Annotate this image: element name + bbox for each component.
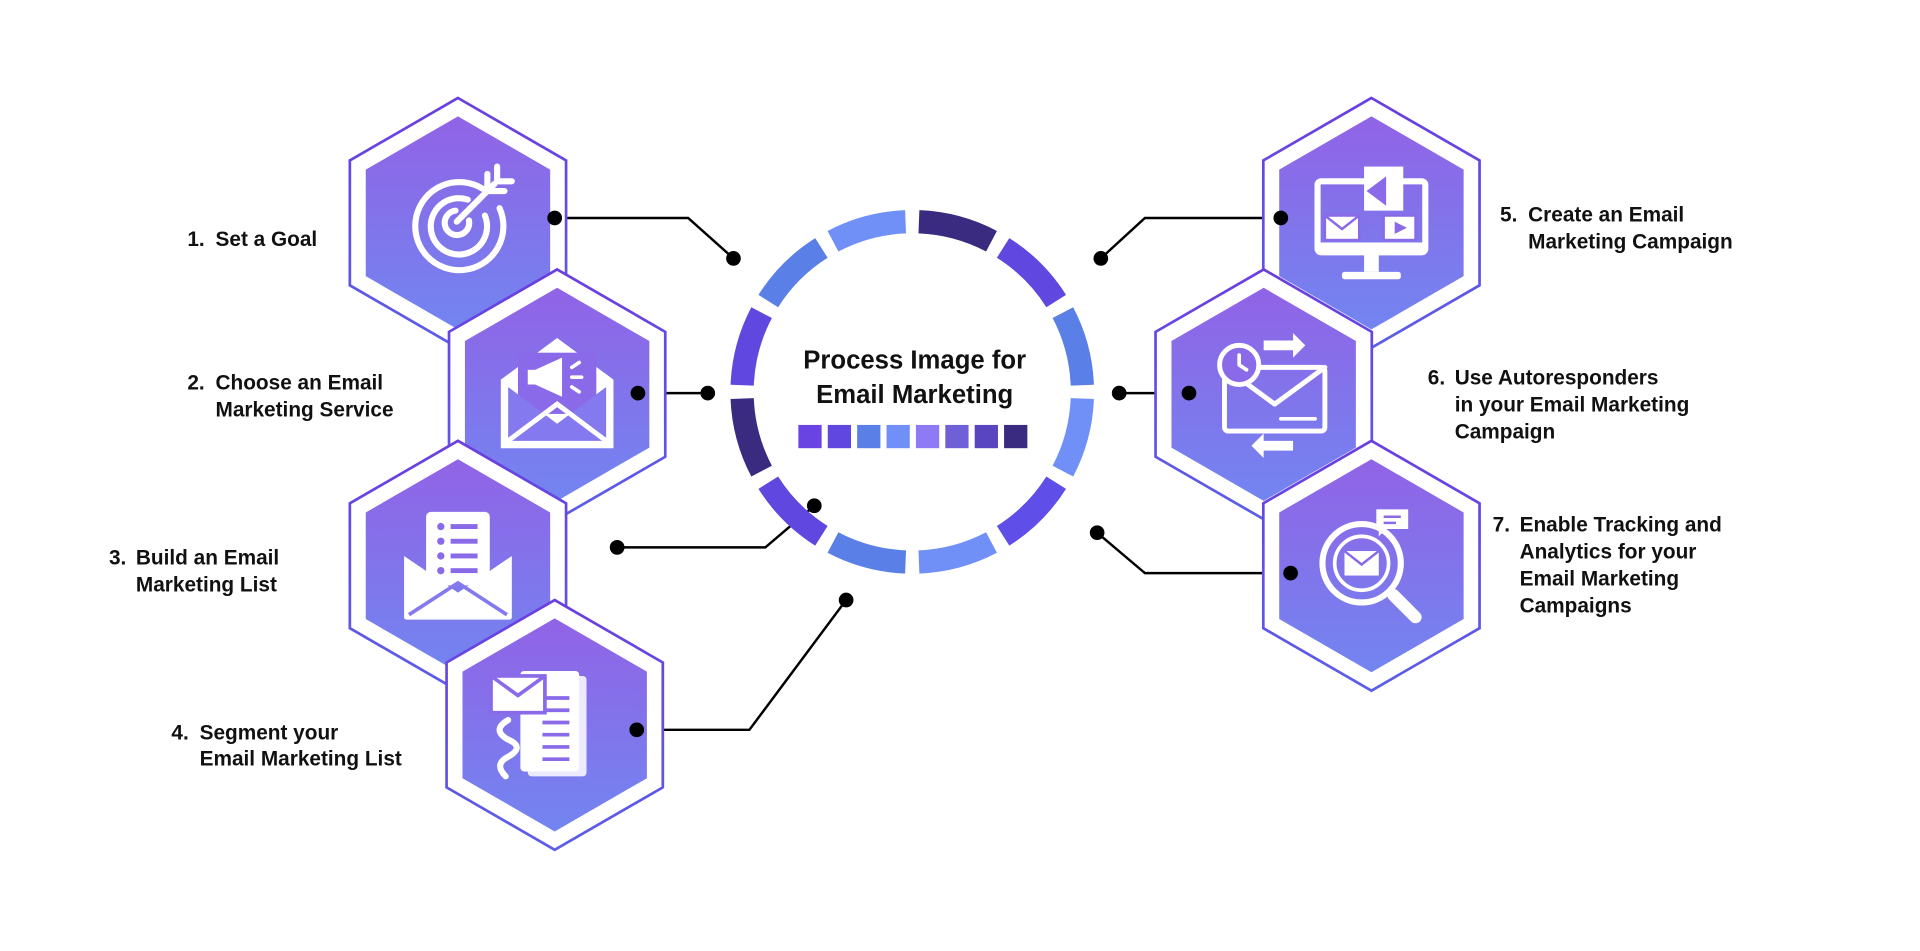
step-number: 3. (109, 547, 126, 570)
dot (806, 498, 822, 514)
dot (630, 385, 646, 401)
color-swatch (974, 424, 998, 449)
color-swatch (1004, 424, 1028, 449)
dot (609, 540, 625, 555)
ring-segment (996, 238, 1067, 308)
monitor-campaign-icon (1314, 166, 1429, 280)
step-number: 6. (1428, 367, 1445, 390)
ring-segment (918, 532, 997, 574)
step-6-label: 6. Use Autoresponders in your Email Mark… (1428, 367, 1690, 444)
ring-segment (758, 476, 828, 546)
dot (1089, 525, 1105, 541)
step-text: Marketing Service (216, 398, 394, 421)
step-1-label: 1. Set a Goal (187, 228, 317, 251)
step-text: Set a Goal (216, 228, 318, 251)
hexagon-step-7 (1261, 439, 1481, 693)
ring-segment (1052, 397, 1094, 477)
ring-segment (827, 532, 907, 574)
dot (547, 210, 563, 226)
step-4-label: 4. Segment your Email Marketing List (171, 722, 401, 771)
step-7-label: 7. Enable Tracking and Analytics for you… (1493, 513, 1722, 617)
step-text: Use Autoresponders (1455, 367, 1659, 390)
dot (1273, 210, 1289, 226)
hexagon-step-6 (1154, 267, 1374, 521)
center-ring (730, 210, 1094, 574)
step-hexagons (348, 96, 1481, 852)
ring-segment (996, 476, 1067, 546)
color-swatch (945, 424, 969, 449)
step-text: Analytics for your (1520, 540, 1697, 563)
dot (629, 722, 645, 738)
step-text: Email Marketing (1520, 567, 1680, 590)
envelope-megaphone-icon (500, 337, 614, 449)
step-number: 1. (187, 228, 204, 251)
dot (726, 251, 741, 266)
envelope-list-icon (404, 511, 512, 620)
connector-1 (554, 216, 735, 260)
step-text: Create an Email (1528, 204, 1684, 227)
color-swatch (798, 424, 822, 449)
step-text: Email Marketing List (200, 747, 402, 770)
center-title-line-1: Process Image for (803, 347, 1026, 375)
step-number: 7. (1493, 513, 1510, 536)
color-swatch-row (798, 424, 1028, 449)
ring-segment (827, 210, 907, 252)
color-swatch (886, 424, 910, 449)
connector-7 (1096, 531, 1291, 575)
target-icon (412, 163, 515, 274)
step-text: Campaign (1455, 420, 1556, 443)
ring-segment (1052, 307, 1094, 386)
dot (838, 592, 854, 608)
step-text: Enable Tracking and (1520, 513, 1722, 536)
connector-4 (636, 599, 848, 732)
magnifier-envelope-icon (1319, 509, 1422, 624)
step-3-label: 3. Build an Email Marketing List (109, 547, 279, 597)
dot (1181, 385, 1197, 401)
color-swatch (915, 424, 940, 449)
step-text: Segment your (200, 722, 339, 745)
color-swatch (857, 424, 881, 449)
connector-5 (1099, 216, 1281, 260)
step-text: Marketing List (136, 573, 277, 596)
step-number: 4. (171, 722, 188, 745)
step-5-label: 5. Create an Email Marketing Campaign (1500, 204, 1733, 254)
hexagon-step-4 (445, 598, 665, 852)
step-text: Campaigns (1520, 594, 1632, 617)
dot (1111, 385, 1127, 401)
step-number: 2. (187, 371, 204, 394)
dot (1283, 565, 1298, 581)
ring-segment (730, 397, 773, 477)
step-text: Choose an Email (216, 371, 384, 394)
ring-segment (730, 307, 773, 386)
hexagon-step-5 (1261, 96, 1481, 350)
step-text: Marketing Campaign (1528, 231, 1733, 254)
step-2-label: 2. Choose an Email Marketing Service (187, 371, 393, 421)
hexagon-step-2 (447, 267, 667, 521)
step-text: in your Email Marketing (1455, 393, 1690, 416)
connectors (554, 216, 1291, 732)
dot (700, 385, 716, 401)
color-swatch (827, 424, 852, 449)
documents-envelope-icon (489, 671, 587, 780)
dot (1093, 251, 1109, 266)
ring-segment (758, 238, 828, 308)
step-text: Build an Email (136, 547, 279, 570)
step-number: 5. (1500, 204, 1517, 227)
ring-segment (918, 210, 997, 252)
envelope-autoresponder-icon (1217, 333, 1328, 458)
hexagon-fill (1279, 116, 1464, 330)
connector-dots (547, 210, 1298, 738)
center-title-line-2: Email Marketing (816, 381, 1013, 409)
